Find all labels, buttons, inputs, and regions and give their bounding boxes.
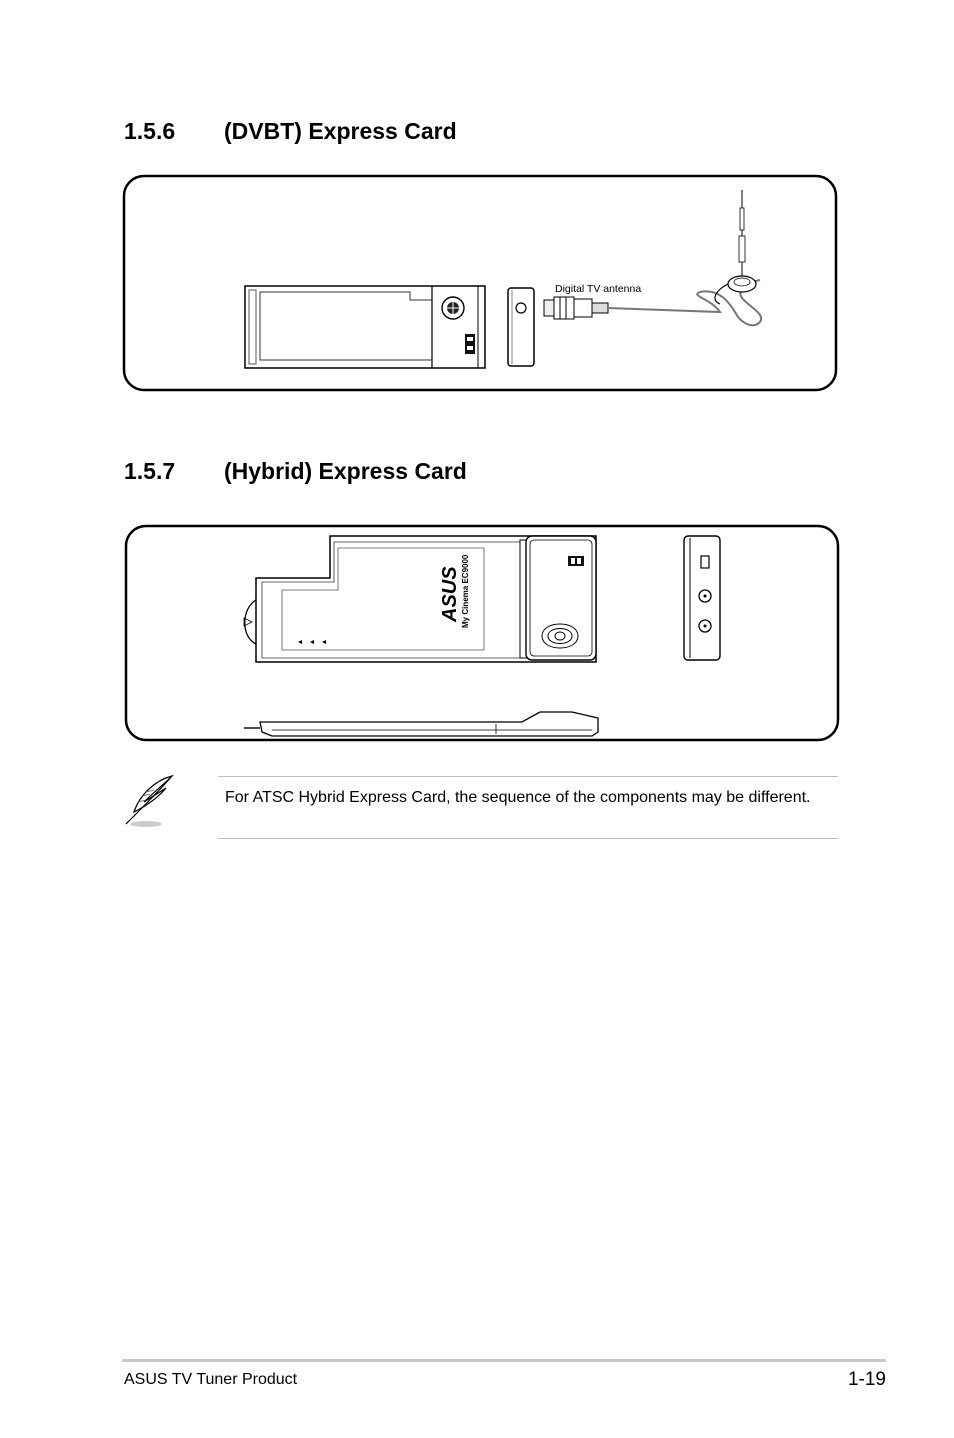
section-title: (DVBT) Express Card [224, 118, 457, 144]
note-top-rule [218, 776, 838, 777]
feather-pen-icon [125, 774, 174, 827]
card-indicator-arrows [298, 640, 326, 644]
section-heading-dvbt: 1.5.6 (DVBT) Express Card [124, 118, 457, 145]
dvbt-card-side-view [507, 287, 535, 367]
footer-product: ASUS TV Tuner Product [124, 1371, 298, 1388]
digital-tv-antenna-icon [714, 190, 757, 305]
card-model-label: My Cinema EC9000 [461, 554, 470, 628]
dvb-logo-icon [465, 334, 475, 354]
asus-logo: ASUS [439, 566, 461, 623]
hybrid-card-figure: ASUS My Cinema EC9000 [124, 524, 840, 742]
section-number: 1.5.6 [124, 118, 176, 144]
dvbt-express-card [244, 285, 486, 369]
hybrid-card-side-view [683, 535, 721, 661]
section-heading-hybrid: 1.5.7 (Hybrid) Express Card [124, 458, 467, 485]
antenna-cable [607, 279, 763, 327]
hybrid-accessory-stick [244, 711, 599, 737]
section-title: (Hybrid) Express Card [224, 458, 467, 484]
note-text: For ATSC Hybrid Express Card, the sequen… [225, 789, 811, 806]
antenna-connector [543, 296, 609, 320]
note-bottom-rule [218, 838, 838, 839]
hybrid-express-card: ASUS My Cinema EC9000 [243, 535, 597, 663]
dvb-logo-icon [568, 556, 584, 566]
dvbt-card-figure: Digital TV antenna [122, 174, 838, 392]
section-number: 1.5.7 [124, 458, 176, 484]
wireless-receiver-icon [541, 623, 579, 649]
footer-rule [122, 1359, 886, 1362]
antenna-label: Digital TV antenna [555, 283, 641, 295]
page-number: 1-19 [847, 1369, 886, 1390]
